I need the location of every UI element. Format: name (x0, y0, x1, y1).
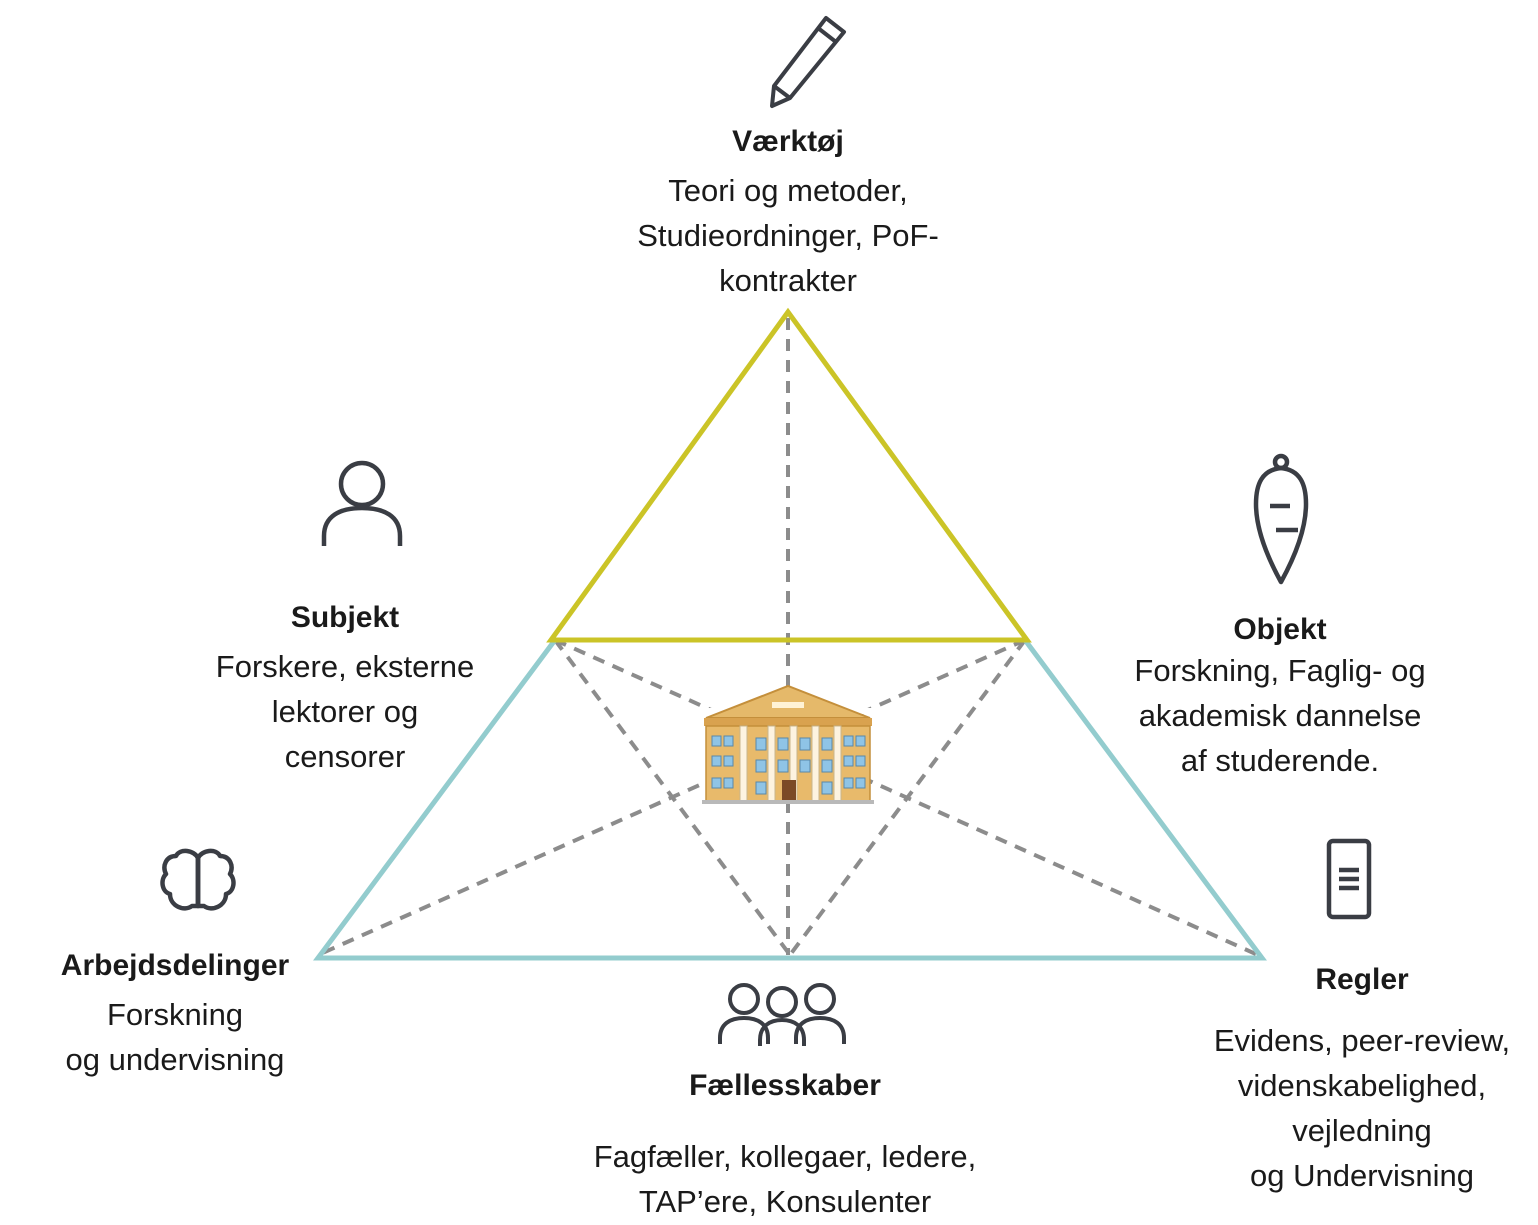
dashed-connectors (317, 318, 1259, 957)
connector-leftmid-right (554, 638, 1259, 957)
node-regler: Regler Evidens, peer-review, videnskabel… (1192, 962, 1532, 1198)
node-description: Teori og metoder, Studieordninger, PoF- … (637, 173, 939, 298)
node-vaerktoj: Værktøj Teori og metoder, Studieordninge… (588, 124, 988, 303)
person-icon (321, 460, 403, 546)
node-faellesskaber: Fællesskaber Fagfæller, kollegaer, leder… (560, 1068, 1010, 1224)
document-icon (1326, 838, 1372, 920)
node-title: Værktøj (732, 125, 844, 158)
node-description: Forskning og undervisning (65, 997, 285, 1077)
node-description: Evidens, peer-review, videnskabelighed, … (1213, 1023, 1511, 1193)
university-building-icon (702, 684, 874, 804)
upper-triangle (546, 307, 1032, 643)
group-icon (718, 983, 846, 1046)
connector-rightmid-left (317, 638, 1026, 957)
node-objekt: Objekt Forskning, Faglig- og akademisk d… (1110, 612, 1450, 783)
node-arbejdsdelinger: Arbejdsdelinger Forskning og undervisnin… (20, 948, 330, 1082)
pencil-icon (770, 16, 846, 108)
node-title: Arbejdsdelinger (60, 949, 290, 982)
node-title: Subjekt (290, 601, 400, 634)
node-title: Fællesskaber (689, 1069, 881, 1102)
node-description: Forskning, Faglig- og akademisk dannelse… (1134, 653, 1426, 778)
carrot-icon (1253, 453, 1309, 585)
node-title: Objekt (1233, 613, 1327, 646)
node-description: Forskere, eksterne lektorer og censorer (215, 649, 475, 774)
node-subjekt: Subjekt Forskere, eksterne lektorer og c… (190, 600, 500, 779)
node-title: Regler (1315, 963, 1409, 996)
lower-triangle (313, 638, 1267, 961)
node-description: Fagfæller, kollegaer, ledere, TAP’ere, K… (593, 1139, 977, 1219)
brain-icon (160, 848, 236, 911)
